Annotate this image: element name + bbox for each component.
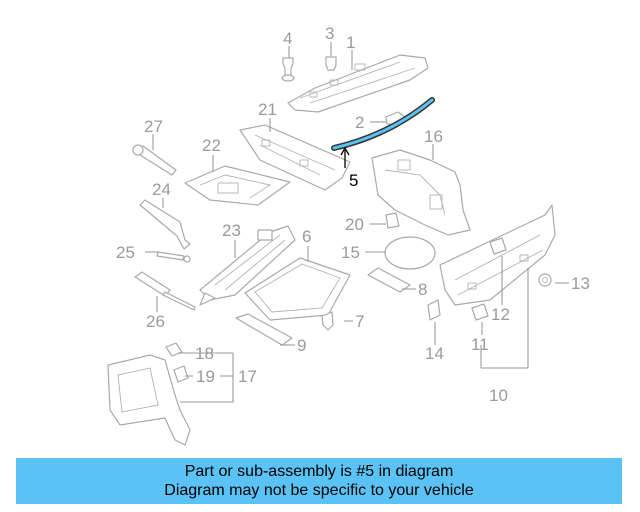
part-14-clip	[427, 299, 441, 321]
banner-line-disclaimer: Diagram may not be specific to your vehi…	[164, 482, 474, 499]
part-4-clip	[281, 57, 295, 82]
part-3-nut	[325, 56, 337, 71]
part-11-clip	[471, 303, 489, 321]
info-banner: Part or sub-assembly is #5 in diagram Di…	[16, 458, 622, 504]
part-18-clip	[165, 342, 183, 357]
part-7-bracket	[321, 311, 334, 331]
callout-26: 26	[146, 312, 165, 331]
part-24-lug-tool	[139, 199, 191, 250]
part-1-parcel-shelf	[287, 54, 429, 113]
callout-9: 9	[297, 336, 306, 355]
callout-13: 13	[571, 274, 590, 293]
part-21-cover-panel	[239, 124, 351, 191]
part-20-clip	[385, 212, 400, 229]
part-15-round-cover	[384, 236, 436, 270]
callout-17: 17	[238, 367, 257, 386]
callout-27: 27	[144, 117, 163, 136]
part-10-trunk-trim	[439, 204, 556, 306]
part-13-grommet	[538, 273, 552, 287]
callout-8: 8	[418, 280, 427, 299]
callout-24: 24	[152, 180, 171, 199]
callout-5: 5	[349, 171, 358, 190]
part-22-tray	[184, 165, 291, 206]
part-16-side-trim	[371, 149, 471, 236]
part-26-screwdriver	[134, 271, 196, 311]
part-19-clip	[173, 365, 189, 383]
callout-2: 2	[355, 113, 364, 132]
callout-23: 23	[222, 221, 241, 240]
callout-18: 18	[195, 344, 214, 363]
callout-21: 21	[258, 100, 277, 119]
callout-1: 1	[346, 33, 355, 52]
part-25-pin	[156, 251, 191, 263]
leader-lines	[145, 42, 569, 403]
callout-12: 12	[491, 305, 510, 324]
callout-20: 20	[345, 215, 364, 234]
part-8-insert	[367, 267, 411, 293]
callout-11: 11	[471, 335, 489, 354]
part-9-bin	[235, 313, 293, 346]
callout-4: 4	[283, 29, 292, 48]
banner-line-part: Part or sub-assembly is #5 in diagram	[184, 463, 454, 480]
callout-6: 6	[302, 227, 311, 246]
callout-22: 22	[202, 136, 221, 155]
callout-3: 3	[325, 24, 334, 43]
callout-labels: 4 3 1 2 5 21 16 27 22 24 25 23 26 6 20 1…	[116, 24, 590, 405]
part-17-side-trim	[107, 354, 191, 446]
part-12-clip	[489, 237, 507, 255]
part-23-jack	[199, 225, 296, 306]
callout-19: 19	[196, 367, 215, 386]
callout-16: 16	[424, 127, 443, 146]
callout-7: 7	[355, 312, 364, 331]
part-27-wrench	[132, 144, 177, 176]
callout-14: 14	[425, 344, 444, 363]
part-5-seal-strip	[331, 97, 435, 151]
part-6-floor-mat	[244, 257, 351, 321]
callout-15: 15	[341, 243, 360, 262]
callout-10: 10	[489, 386, 508, 405]
parts-diagram: 4 3 1 2 5 21 16 27 22 24 25 23 26 6 20 1…	[107, 24, 590, 446]
callout-25: 25	[116, 243, 135, 262]
